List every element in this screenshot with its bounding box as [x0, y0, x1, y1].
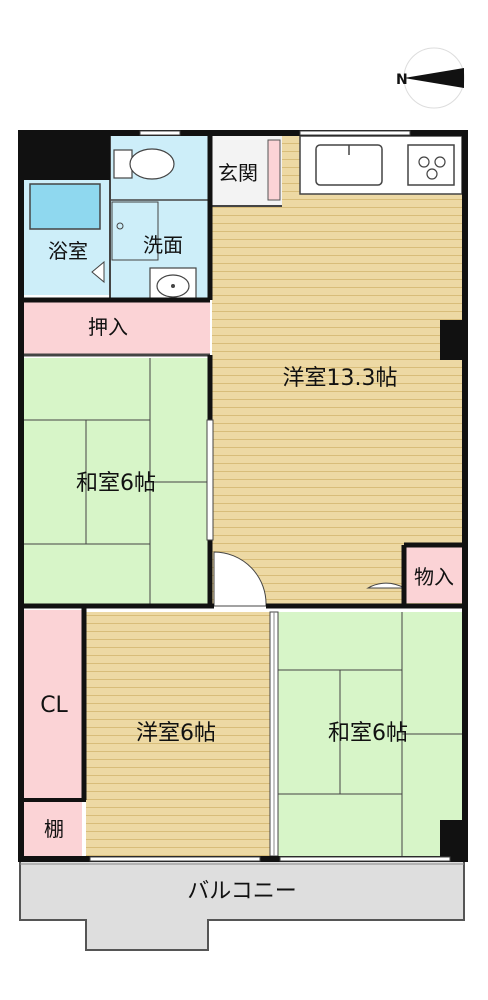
shelf [24, 800, 82, 856]
oshiire-label: 押入 [88, 315, 128, 339]
bath-label: 浴室 [48, 239, 88, 263]
interior-walls [24, 136, 462, 800]
japanese-room-lower-floor [278, 612, 462, 856]
washroom-label: 洗面 [143, 233, 183, 257]
toilet-icon [113, 148, 175, 180]
windows [89, 130, 451, 862]
western-room-small-label: 洋室6帖 [136, 721, 216, 746]
shoe-closet [267, 139, 281, 201]
washbasin-icon [149, 267, 197, 301]
storage-door-icon [366, 582, 406, 589]
western-room-small-floor [86, 612, 270, 856]
shelf-label: 棚 [44, 817, 64, 841]
cl-closet [24, 610, 82, 800]
compass-needle-icon [404, 68, 464, 88]
compass-north-label: N [396, 72, 408, 88]
oshiire-closet [24, 300, 210, 354]
bath-door-icon [91, 260, 105, 284]
sliding-door-upper [206, 419, 214, 541]
japanese-room-lower-label: 和室6帖 [328, 721, 408, 746]
bathtub-icon [29, 183, 101, 230]
cl-label: CL [40, 693, 68, 718]
entrance-label: 玄関 [218, 161, 258, 185]
japanese-room-upper-label: 和室6帖 [76, 471, 156, 496]
compass: N [396, 47, 465, 109]
storage-closet [404, 545, 462, 603]
balcony-label: バルコニー [187, 879, 297, 904]
kitchen-counter [299, 135, 463, 195]
western-room-main-floor [212, 136, 462, 606]
western-room-main-label: 洋室13.3帖 [283, 366, 398, 391]
japanese-room-upper-floor [24, 358, 208, 606]
main-room-door-icon [213, 551, 267, 607]
storage-label: 物入 [414, 565, 454, 589]
balcony: バルコニー [19, 859, 465, 951]
washroom-door [111, 201, 159, 261]
